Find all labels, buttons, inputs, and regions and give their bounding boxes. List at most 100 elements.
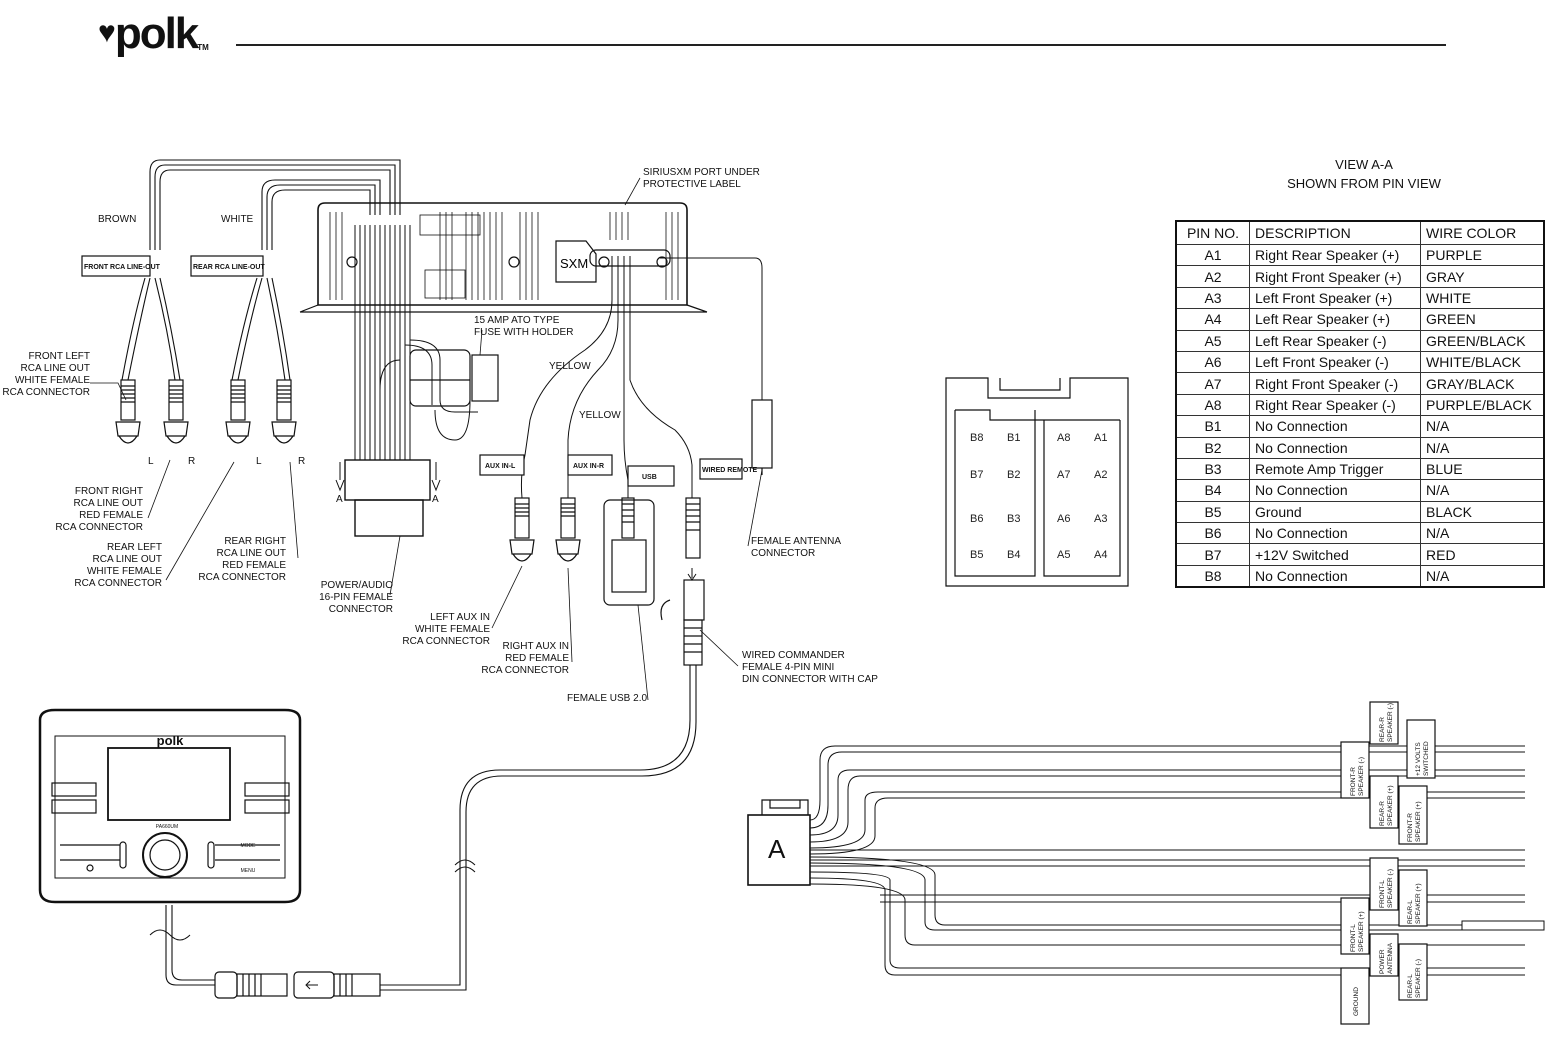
- svg-text:SPEAKER (-): SPEAKER (-): [1358, 757, 1365, 796]
- svg-text:REAR LEFT: REAR LEFT: [107, 542, 162, 553]
- polk-logo: ♥polkTM: [98, 9, 209, 58]
- label-wired-commander: WIRED COMMANDER FEMALE 4-PIN MINI DIN CO…: [742, 650, 878, 685]
- svg-text:B1: B1: [1007, 432, 1020, 444]
- label-section-a-right: A: [432, 494, 439, 505]
- wired-remote-tag: [699, 458, 743, 480]
- svg-text:REAR-R: REAR-R: [1379, 801, 1386, 826]
- label-l-front: L: [148, 456, 154, 467]
- label-section-a-left: A: [336, 494, 343, 505]
- svg-text:FRONT-R: FRONT-R: [1350, 767, 1357, 796]
- svg-text:FRONT-L: FRONT-L: [1350, 924, 1357, 952]
- sxm-label: SXM: [560, 256, 588, 271]
- commander-cable: [149, 665, 697, 991]
- head-unit-model: PA660UM: [156, 824, 178, 830]
- svg-text:B5: B5: [970, 549, 983, 561]
- svg-text:FUSE WITH HOLDER: FUSE WITH HOLDER: [474, 327, 573, 338]
- usb-text: USB: [642, 474, 657, 481]
- svg-text:ANTENNA: ANTENNA: [1387, 942, 1394, 974]
- usb-tag: [627, 465, 675, 487]
- wire-color-cell: N/A: [1420, 436, 1545, 459]
- svg-text:15 AMP ATO TYPE: 15 AMP ATO TYPE: [474, 315, 560, 326]
- svg-text:RCA LINE OUT: RCA LINE OUT: [93, 554, 162, 565]
- svg-text:RCA LINE OUT: RCA LINE OUT: [21, 363, 90, 374]
- pin-cell: A4: [1175, 308, 1250, 331]
- label-female-usb: FEMALE USB 2.0: [567, 693, 647, 704]
- svg-text:SPEAKER (-): SPEAKER (-): [1387, 703, 1394, 742]
- svg-text:WHITE FEMALE: WHITE FEMALE: [87, 566, 162, 577]
- svg-text:B3: B3: [1007, 513, 1020, 525]
- front-rca-tag-text: FRONT RCA LINE-OUT: [84, 264, 161, 271]
- label-front-left: FRONT LEFT RCA LINE OUT WHITE FEMALE RCA…: [2, 351, 90, 398]
- svg-text:FEMALE 4-PIN MINI: FEMALE 4-PIN MINI: [742, 662, 834, 673]
- wire-color-cell: BLUE: [1420, 457, 1545, 481]
- svg-text:REAR-R: REAR-R: [1379, 717, 1386, 742]
- svg-text:RED FEMALE: RED FEMALE: [79, 510, 143, 521]
- svg-text:RIGHT AUX IN: RIGHT AUX IN: [503, 641, 570, 652]
- svg-text:B6: B6: [970, 513, 983, 525]
- label-fuse: 15 AMP ATO TYPE FUSE WITH HOLDER: [474, 315, 573, 338]
- head-unit-menu: MENU: [241, 868, 256, 874]
- label-brown: BROWN: [98, 214, 136, 225]
- pin-cell: B6: [1175, 522, 1250, 545]
- pin-cell: A3: [1175, 286, 1250, 310]
- svg-text:B4: B4: [1007, 549, 1020, 561]
- svg-text:A3: A3: [1094, 513, 1107, 525]
- harness-plug-label: A: [768, 834, 786, 864]
- svg-text:GROUND: GROUND: [1353, 987, 1360, 1016]
- leader-lines: [90, 177, 763, 701]
- arrow-icon: [305, 568, 697, 990]
- view-title: VIEW A-A SHOWN FROM PIN VIEW: [1287, 157, 1441, 191]
- svg-text:WIRED COMMANDER: WIRED COMMANDER: [742, 650, 845, 661]
- svg-text:A4: A4: [1094, 549, 1107, 561]
- svg-text:POWER: POWER: [1379, 949, 1386, 974]
- svg-text:B7: B7: [970, 469, 983, 481]
- aux-in-l-text: AUX IN-L: [485, 463, 516, 470]
- head-unit-mode: MODE: [241, 843, 257, 849]
- svg-text:B2: B2: [1007, 469, 1020, 481]
- label-front-right: FRONT RIGHT RCA LINE OUT RED FEMALE RCA …: [55, 486, 143, 533]
- label-rear-right: REAR RIGHT RCA LINE OUT RED FEMALE RCA C…: [198, 536, 286, 583]
- head-unit-brand: polk: [157, 733, 184, 748]
- svg-text:RCA CONNECTOR: RCA CONNECTOR: [55, 522, 143, 533]
- svg-text:RCA CONNECTOR: RCA CONNECTOR: [198, 572, 286, 583]
- rear-rca-tag: [190, 255, 264, 277]
- antenna-connector: [751, 399, 773, 475]
- svg-text:REAR RIGHT: REAR RIGHT: [224, 536, 286, 547]
- header-rule: [236, 44, 1446, 46]
- harness-wires: [809, 745, 1545, 976]
- label-r-front: R: [188, 456, 195, 467]
- rca-cables: [121, 159, 401, 381]
- description-cell: Left Front Speaker (-): [1249, 350, 1421, 374]
- description-cell: No Connection: [1249, 436, 1421, 459]
- svg-text:SPEAKER (+): SPEAKER (+): [1415, 801, 1422, 842]
- rear-rca-tag-text: REAR RCA LINE-OUT: [193, 264, 265, 271]
- main-unit-chassis: [299, 202, 708, 313]
- svg-text:RCA CONNECTOR: RCA CONNECTOR: [2, 387, 90, 398]
- label-white: WHITE: [221, 214, 254, 225]
- svg-text:RCA LINE OUT: RCA LINE OUT: [74, 498, 143, 509]
- usb-connector: [603, 497, 655, 606]
- wire-color-cell: GRAY/BLACK: [1420, 372, 1545, 395]
- svg-text:FRONT RIGHT: FRONT RIGHT: [75, 486, 143, 497]
- svg-text:SPEAKER (+): SPEAKER (+): [1387, 785, 1394, 826]
- svg-text:WHITE FEMALE: WHITE FEMALE: [415, 624, 490, 635]
- rca-connector-group: [115, 379, 297, 444]
- wire-color-cell: GREEN/BLACK: [1420, 329, 1545, 352]
- label-right-aux: RIGHT AUX IN RED FEMALE RCA CONNECTOR: [481, 641, 569, 676]
- label-r-rear: R: [298, 456, 305, 467]
- description-cell: Remote Amp Trigger: [1249, 457, 1421, 481]
- heart-icon: ♥: [98, 16, 116, 49]
- label-left-aux: LEFT AUX IN WHITE FEMALE RCA CONNECTOR: [402, 612, 490, 647]
- svg-text:SPEAKER (+): SPEAKER (+): [1358, 911, 1365, 952]
- harness-tag-text: REAR-R SPEAKER (-) +12 VOLTS SWITCHED FR…: [1350, 703, 1430, 1016]
- svg-text:DIN CONNECTOR WITH CAP: DIN CONNECTOR WITH CAP: [742, 674, 878, 685]
- svg-text:A1: A1: [1094, 432, 1107, 444]
- svg-text:RCA LINE OUT: RCA LINE OUT: [217, 548, 286, 559]
- svg-text:FRONT-R: FRONT-R: [1407, 813, 1414, 842]
- description-cell: Left Front Speaker (+): [1249, 286, 1421, 310]
